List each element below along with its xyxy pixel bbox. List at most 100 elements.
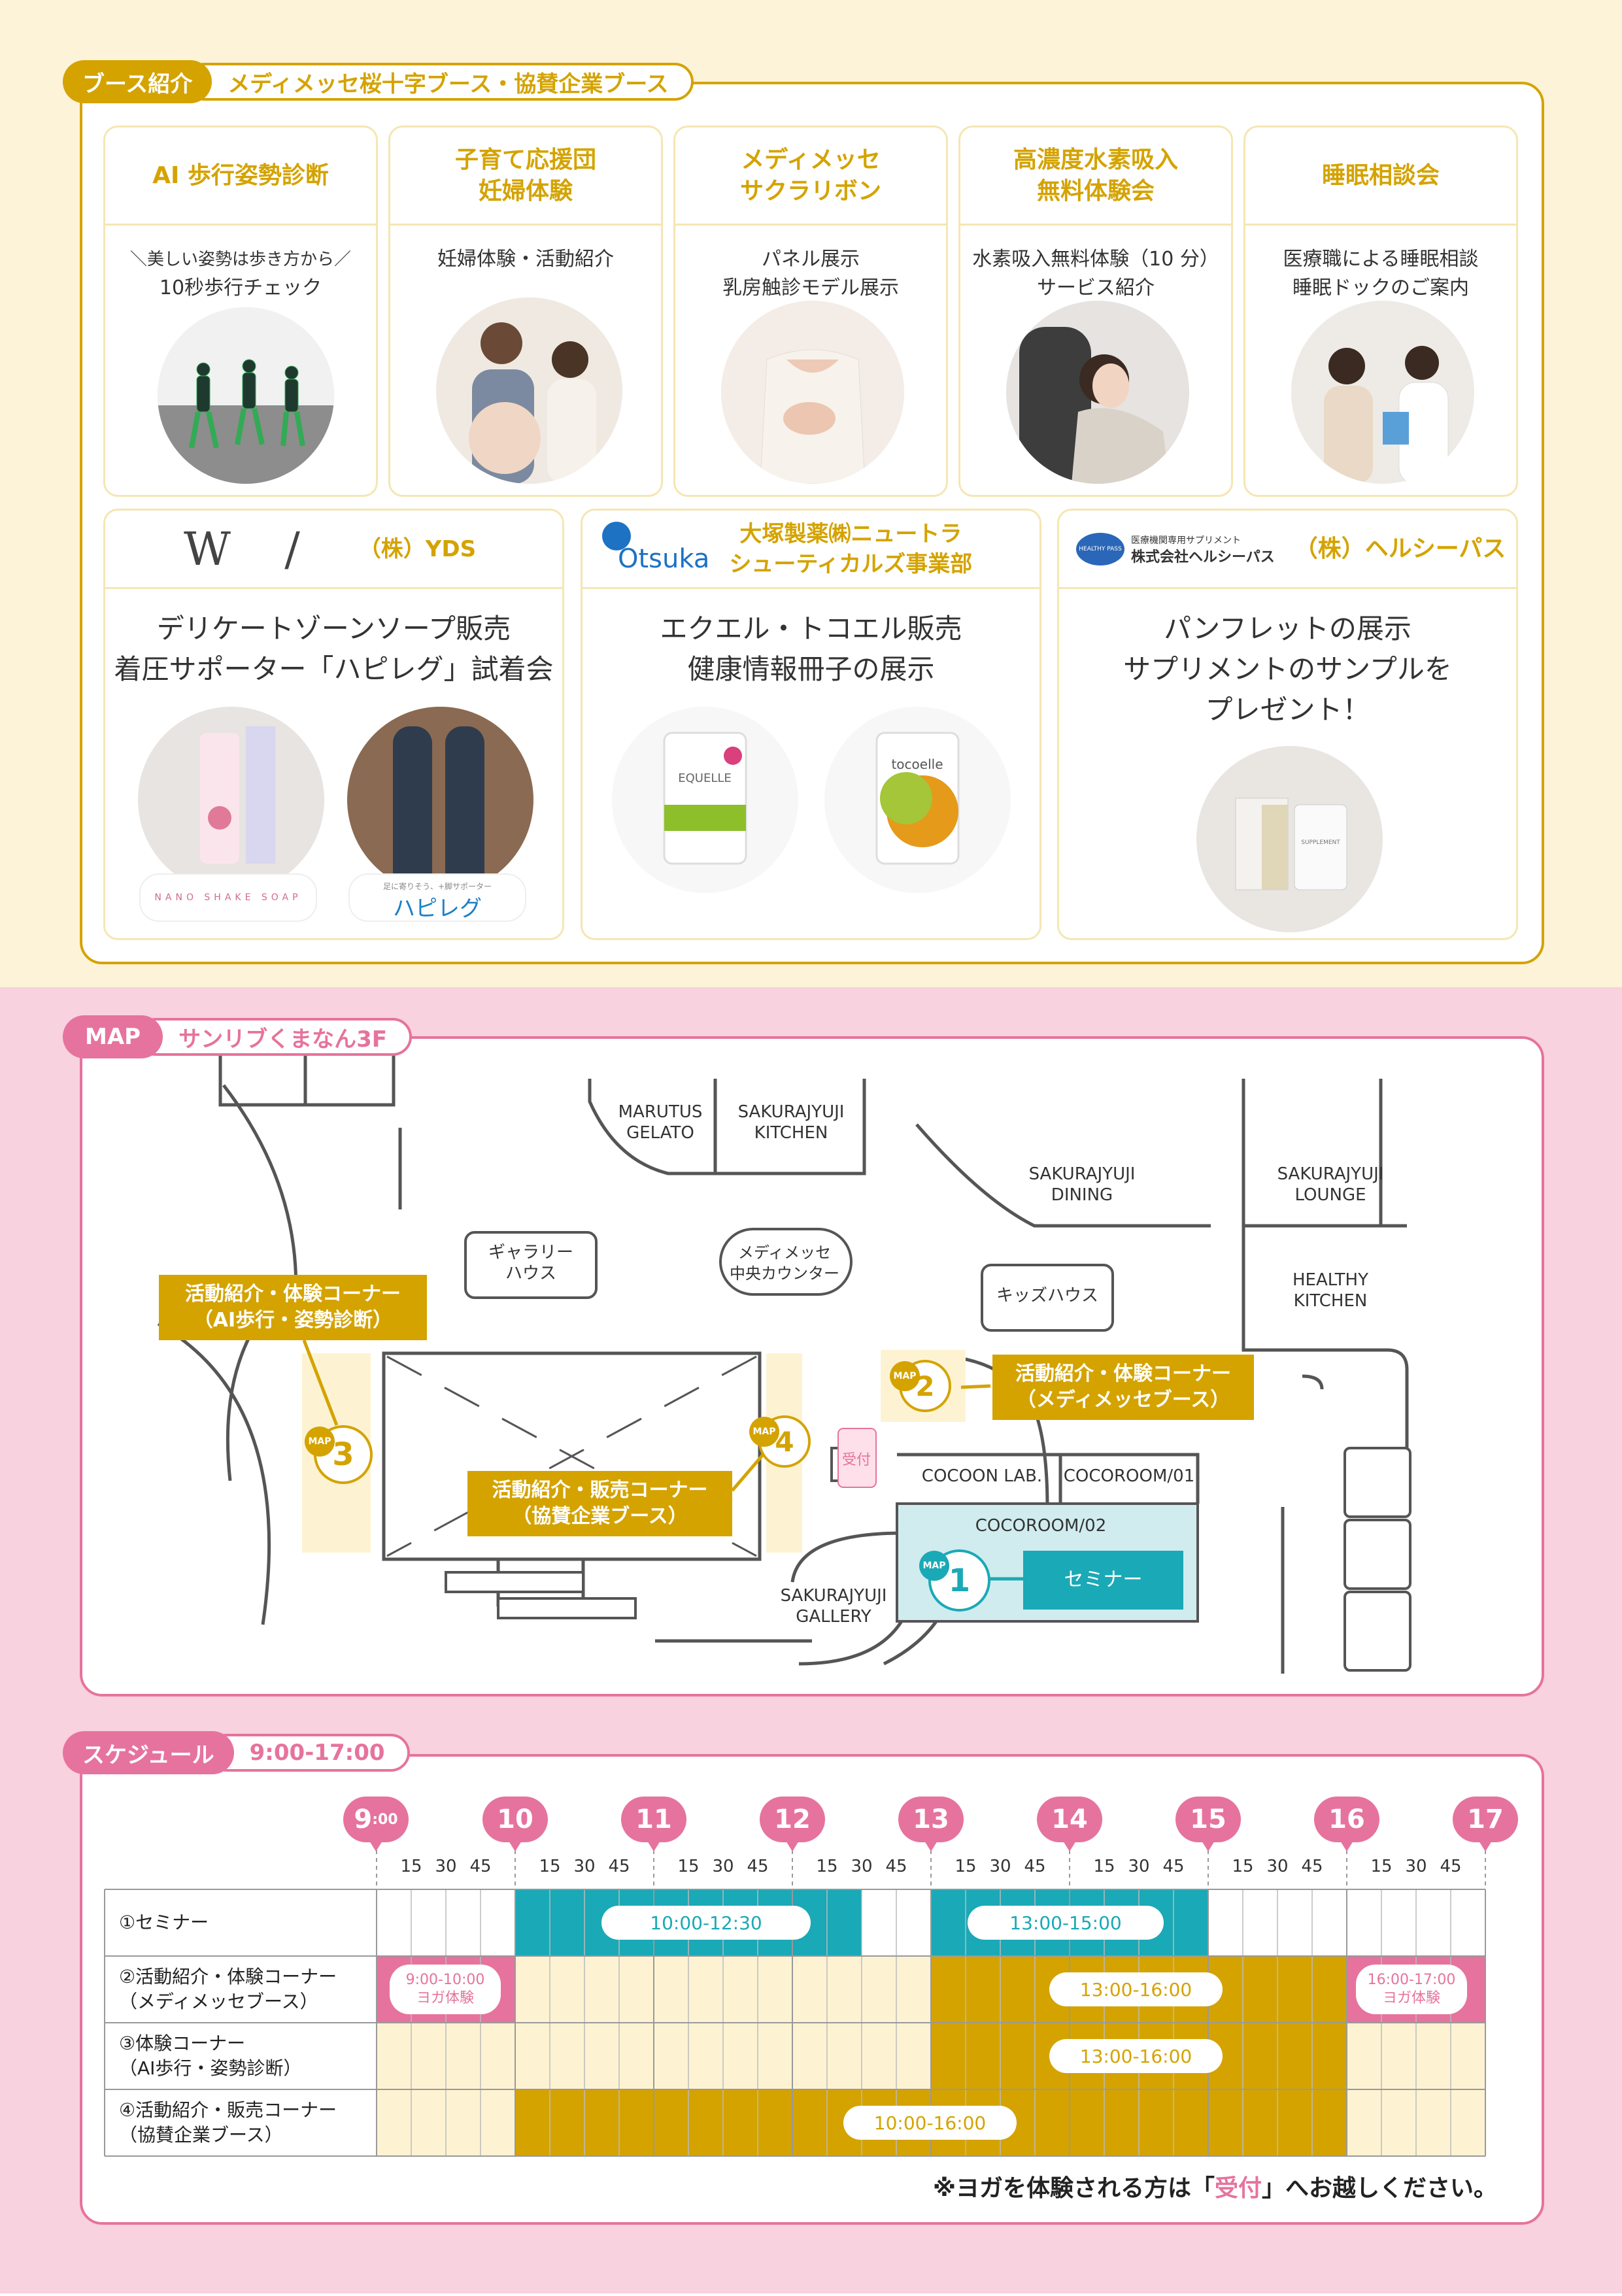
booth-card-ai-gait: AI 歩行姿勢診断 ＼美しい姿勢は歩き方から／10秒歩行チェック bbox=[103, 126, 378, 497]
otsuka-logo: Otsuka bbox=[618, 543, 710, 574]
quarter-label: 15 bbox=[1370, 1857, 1393, 1876]
card-title: AI 歩行姿勢診断 bbox=[105, 127, 376, 226]
otsuka-name: 大塚製薬㈱ニュートラシューティカルズ事業部 bbox=[729, 520, 973, 577]
hapileg-photo bbox=[347, 707, 533, 893]
otsuka-logo-mark bbox=[602, 521, 631, 550]
schedule-tab: スケジュール 9:00-17:00 bbox=[63, 1731, 410, 1774]
sponsor-card-yds: W / （株）YDS デリケートゾーンソープ販売着圧サポーター「ハピレグ」試着会… bbox=[103, 509, 564, 940]
quarter-label: 15 bbox=[539, 1857, 561, 1876]
booth-tab: ブース紹介 メディメッセ桜十字ブース・協賛企業ブース bbox=[63, 60, 694, 103]
quarter-label: 45 bbox=[608, 1857, 630, 1876]
quarter-label: 15 bbox=[955, 1857, 977, 1876]
hour-13: 13 bbox=[898, 1797, 964, 1851]
card-desc: パネル展示乳房触診モデル展示 bbox=[722, 248, 899, 299]
hour-9: 9:00 bbox=[343, 1797, 409, 1851]
schedule-row-label-2: ②活動紹介・体験コーナー（メディメッセブース） bbox=[119, 1966, 337, 2012]
card-desc: パンフレットの展示サプリメントのサンプルをプレゼント！ bbox=[1123, 613, 1452, 726]
map-center-counter: メディメッセ中央カウンター bbox=[730, 1243, 839, 1283]
hapileg-tag: 足に寄りそう、+脚サポーターハピレグ bbox=[348, 873, 526, 922]
booth-card-sakura-ribbon: メディメッセサクラリボン パネル展示乳房触診モデル展示 bbox=[673, 126, 948, 497]
quarter-label: 30 bbox=[989, 1857, 1011, 1876]
booth-card-hydrogen: 高濃度水素吸入無料体験会 水素吸入無料体験（10 分）サービス紹介 bbox=[958, 126, 1233, 497]
map-label-1: セミナー bbox=[1023, 1551, 1183, 1610]
booth-card-sleep: 睡眠相談会 医療職による睡眠相談睡眠ドックのご案内 bbox=[1243, 126, 1518, 497]
nano-shake-soap-tag: NANO SHAKE SOAP bbox=[139, 873, 317, 922]
hour-12: 12 bbox=[760, 1797, 825, 1851]
card-header: HEALTHY PASS 医療機関専用サプリメント株式会社ヘルシーパス （株）ヘ… bbox=[1059, 511, 1516, 589]
healthypass-logo: 医療機関専用サプリメント株式会社ヘルシーパス bbox=[1131, 535, 1275, 566]
yoga-note: ※ヨガを体験される方は「受付」へお越しください。 bbox=[932, 2175, 1497, 2202]
booth-card-pregnancy: 子育て応援団妊婦体験 妊婦体験・活動紹介 bbox=[388, 126, 663, 497]
map-tab: MAP サンリブくまなん3F bbox=[63, 1015, 412, 1058]
quarter-label: 45 bbox=[1162, 1857, 1185, 1876]
quarter-label: 15 bbox=[1093, 1857, 1115, 1876]
healthypass-name: （株）ヘルシーパス bbox=[1294, 535, 1506, 562]
equelle-label: EQUELLE bbox=[678, 771, 732, 785]
quarter-label: 30 bbox=[435, 1857, 457, 1876]
sponsor-card-otsuka: Otsuka 大塚製薬㈱ニュートラシューティカルズ事業部 エクエル・トコエル販売… bbox=[581, 509, 1041, 940]
map-cocoroom02: COCOROOM/02 bbox=[975, 1516, 1107, 1536]
sleep-photo bbox=[1291, 301, 1474, 484]
yds-logo: W / bbox=[184, 522, 320, 576]
schedule-row-label-1: ①セミナー bbox=[119, 1912, 209, 1933]
quarter-label: 45 bbox=[1024, 1857, 1046, 1876]
schedule-tab-subtitle: 9:00-17:00 bbox=[207, 1734, 410, 1772]
map-tab-subtitle: サンリブくまなん3F bbox=[137, 1018, 412, 1056]
card-header: W / （株）YDS bbox=[105, 511, 562, 589]
quarter-label: 30 bbox=[851, 1857, 873, 1876]
booth-tab-subtitle: メディメッセ桜十字ブース・協賛企業ブース bbox=[186, 63, 694, 101]
quarter-label: 30 bbox=[1128, 1857, 1150, 1876]
supplement-label: SUPPLEMENT bbox=[1301, 839, 1340, 846]
card-header: Otsuka 大塚製薬㈱ニュートラシューティカルズ事業部 bbox=[583, 511, 1039, 589]
quarter-label: 45 bbox=[747, 1857, 769, 1876]
schedule-tab-label: スケジュール bbox=[63, 1731, 234, 1774]
map-gallery-house: ギャラリーハウス bbox=[488, 1243, 573, 1283]
card-desc: 妊婦体験・活動紹介 bbox=[437, 248, 614, 271]
card-desc: 医療職による睡眠相談睡眠ドックのご案内 bbox=[1283, 248, 1479, 299]
hydrogen-photo bbox=[1006, 301, 1189, 484]
quarter-label: 45 bbox=[885, 1857, 907, 1876]
schedule-row-label-3: ③体験コーナー（AI歩行・姿勢診断） bbox=[119, 2033, 302, 2079]
card-title: メディメッセサクラリボン bbox=[675, 127, 946, 226]
quarter-label: 30 bbox=[573, 1857, 596, 1876]
quarter-label: 45 bbox=[1301, 1857, 1323, 1876]
hour-17: 17 bbox=[1453, 1797, 1518, 1851]
hour-14: 14 bbox=[1037, 1797, 1102, 1851]
map-label-3: 活動紹介・体験コーナー（AI歩行・姿勢診断） bbox=[159, 1275, 427, 1340]
quarter-label: 15 bbox=[816, 1857, 838, 1876]
map-reception: 受付 bbox=[841, 1452, 871, 1468]
card-desc: 水素吸入無料体験（10 分）サービス紹介 bbox=[972, 248, 1219, 299]
map-cocoon-lab: COCOON LAB. bbox=[921, 1466, 1043, 1486]
sponsor-card-healthypass: HEALTHY PASS 医療機関専用サプリメント株式会社ヘルシーパス （株）ヘ… bbox=[1057, 509, 1518, 940]
quarter-label: 15 bbox=[1232, 1857, 1254, 1876]
pill-row3: 13:00-16:00 bbox=[1049, 2039, 1223, 2073]
pill-seminar-pm: 13:00-15:00 bbox=[968, 1906, 1164, 1940]
tocoelle-label: tocoelle bbox=[891, 756, 943, 772]
yds-name: （株）YDS bbox=[358, 535, 477, 562]
healthypass-badge: HEALTHY PASS bbox=[1076, 532, 1124, 566]
card-desc: エクエル・トコエル販売健康情報冊子の展示 bbox=[660, 613, 962, 685]
map-label-4: 活動紹介・販売コーナー（協賛企業ブース） bbox=[467, 1471, 732, 1536]
tocoelle-photo: tocoelle bbox=[824, 707, 1011, 893]
quarter-label: 30 bbox=[712, 1857, 734, 1876]
card-desc: デリケートゾーンソープ販売着圧サポーター「ハピレグ」試着会 bbox=[114, 613, 554, 685]
hour-10: 10 bbox=[482, 1797, 548, 1851]
hour-11: 11 bbox=[621, 1797, 686, 1851]
booth-tab-label: ブース紹介 bbox=[63, 60, 212, 103]
schedule-row-label-4: ④活動紹介・販売コーナー（協賛企業ブース） bbox=[119, 2099, 337, 2146]
equelle-photo: EQUELLE bbox=[612, 707, 798, 893]
card-title: 子育て応援団妊婦体験 bbox=[390, 127, 661, 226]
map-tab-label: MAP bbox=[63, 1015, 163, 1058]
map-cocoroom01: COCOROOM/01 bbox=[1063, 1466, 1195, 1486]
